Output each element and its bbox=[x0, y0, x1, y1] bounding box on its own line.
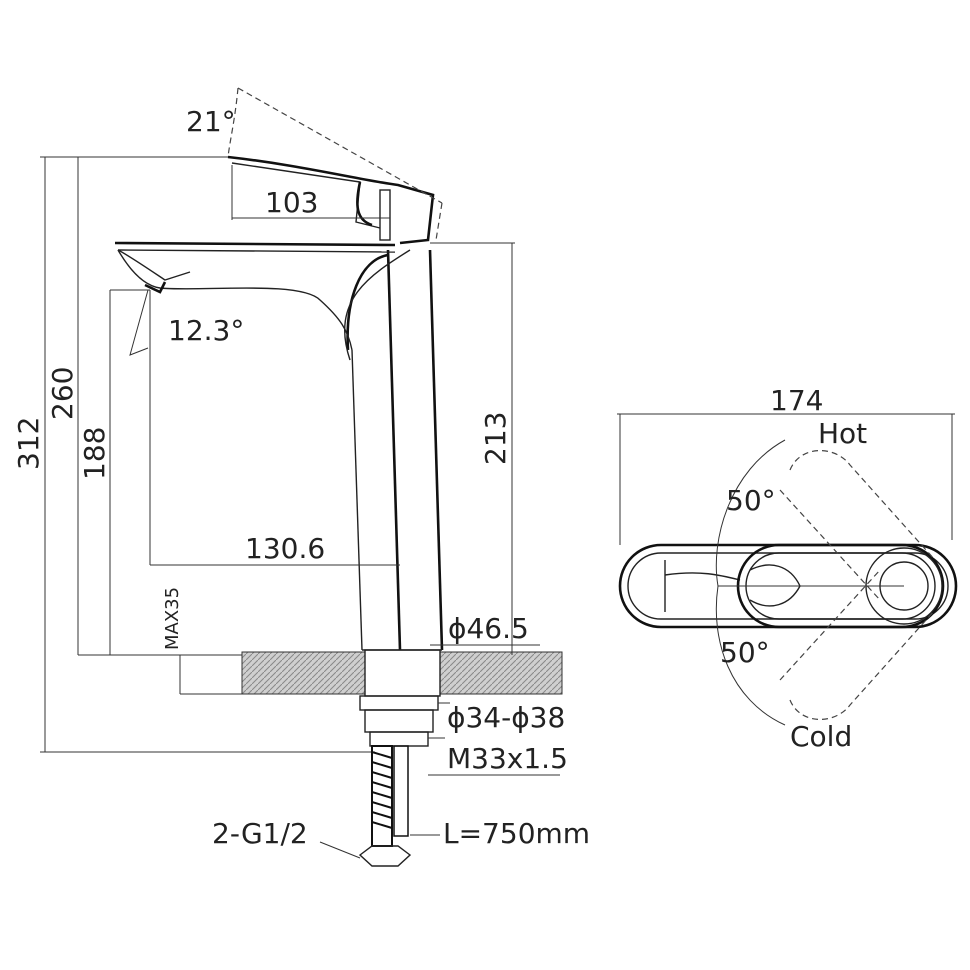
thread-label: M33x1.5 bbox=[447, 742, 568, 775]
max-deck-label: MAX35 bbox=[162, 587, 183, 650]
spout-height-label: 260 bbox=[46, 367, 79, 420]
top-view: 174 Hot 50° 50° Cold bbox=[617, 384, 958, 753]
height-dimension-lines bbox=[40, 156, 375, 753]
top-width-label: 174 bbox=[770, 384, 823, 417]
hose-thread-label: 2-G1/2 bbox=[212, 817, 308, 850]
flexible-hoses bbox=[319, 745, 440, 867]
faucet-body bbox=[114, 241, 444, 651]
hose-length-label: L=750mm bbox=[443, 817, 590, 850]
reach-label: 130.6 bbox=[245, 532, 325, 565]
handle bbox=[227, 87, 443, 245]
cold-label: Cold bbox=[790, 720, 852, 753]
base-diameter-label: ϕ46.5 bbox=[448, 612, 529, 645]
spout-angle-label: 12.3° bbox=[168, 314, 244, 347]
spout-clearance-label: 188 bbox=[78, 427, 111, 480]
handle-length-label: 103 bbox=[265, 186, 318, 219]
body-height-label: 213 bbox=[479, 412, 512, 465]
total-height-label: 312 bbox=[12, 417, 45, 470]
side-view: 21° 103 12.3° 312 260 188 213 130.6 MAX3… bbox=[12, 87, 590, 867]
mounting-hardware bbox=[359, 695, 560, 776]
hot-label: Hot bbox=[818, 417, 867, 450]
handle-angle-label: 21° bbox=[186, 105, 236, 138]
hole-diameter-label: ϕ34-ϕ38 bbox=[447, 701, 565, 734]
hot-angle-label: 50° bbox=[726, 484, 776, 517]
cold-angle-label: 50° bbox=[720, 636, 770, 669]
